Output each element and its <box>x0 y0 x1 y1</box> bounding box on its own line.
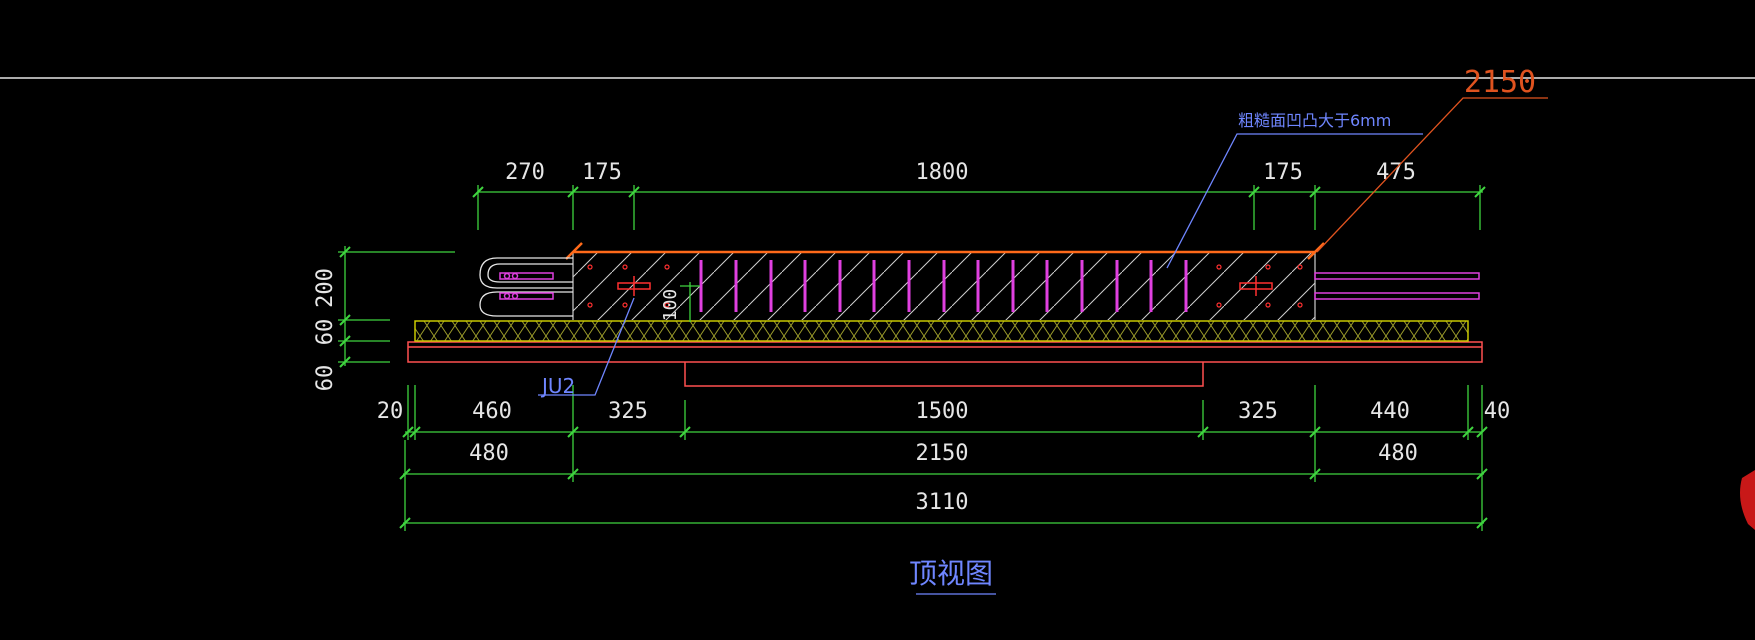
callout-rough-leader <box>1166 133 1423 269</box>
bottom-dim-2150: 2150 <box>916 441 969 466</box>
left-hook-bars <box>479 257 573 317</box>
edge-marker <box>1740 470 1755 530</box>
top-dim-270: 270 <box>505 160 545 185</box>
left-dim-200: 200 <box>313 268 338 308</box>
top-dim-475: 475 <box>1376 160 1416 185</box>
callout-ju2-leader <box>538 297 635 396</box>
callout-ju2: JU2 <box>540 374 575 398</box>
rebar-dots <box>587 264 1303 308</box>
bottom-dim-325-left: 325 <box>608 399 648 424</box>
bottom-dim-20: 20 <box>377 399 404 424</box>
bottom-dim-3110: 3110 <box>916 490 969 515</box>
left-dim-60-upper: 60 <box>313 319 338 346</box>
stirrups <box>699 260 1188 312</box>
top-dim-175-right: 175 <box>1263 160 1303 185</box>
bearing-pad <box>414 320 1469 342</box>
top-dim-1800: 1800 <box>916 160 969 185</box>
view-caption: 顶视图 <box>909 557 993 590</box>
callout-rough-surface: 粗糙面凹凸大于6mm <box>1238 111 1391 130</box>
bottom-dim-480-left: 480 <box>469 441 509 466</box>
bottom-dimension-row-2 <box>399 440 1488 482</box>
callout-length-2150: 2150 <box>1464 65 1536 100</box>
anchor-plate-right <box>1239 276 1273 296</box>
left-dim-60-lower: 60 <box>313 365 338 392</box>
right-protruding-rebar <box>1314 272 1480 300</box>
inner-dim-100: 100 <box>660 289 681 322</box>
left-dimension-chain <box>338 246 455 368</box>
bottom-dim-40: 40 <box>1484 399 1511 424</box>
anchor-plate-left <box>617 276 651 296</box>
bottom-dimension-row-3 <box>399 482 1488 531</box>
bottom-dim-440: 440 <box>1370 399 1410 424</box>
bottom-dim-1500: 1500 <box>916 399 969 424</box>
left-protruding-rebar <box>499 272 554 300</box>
top-dim-175-left: 175 <box>582 160 622 185</box>
bottom-dimension-row-1 <box>402 385 1488 440</box>
bottom-dim-480-right: 480 <box>1378 441 1418 466</box>
callout-length-leader <box>1316 97 1548 253</box>
bottom-dim-460: 460 <box>472 399 512 424</box>
bottom-dim-325-right: 325 <box>1238 399 1278 424</box>
base-slab <box>407 341 1483 387</box>
top-dimension-chain <box>472 185 1486 230</box>
